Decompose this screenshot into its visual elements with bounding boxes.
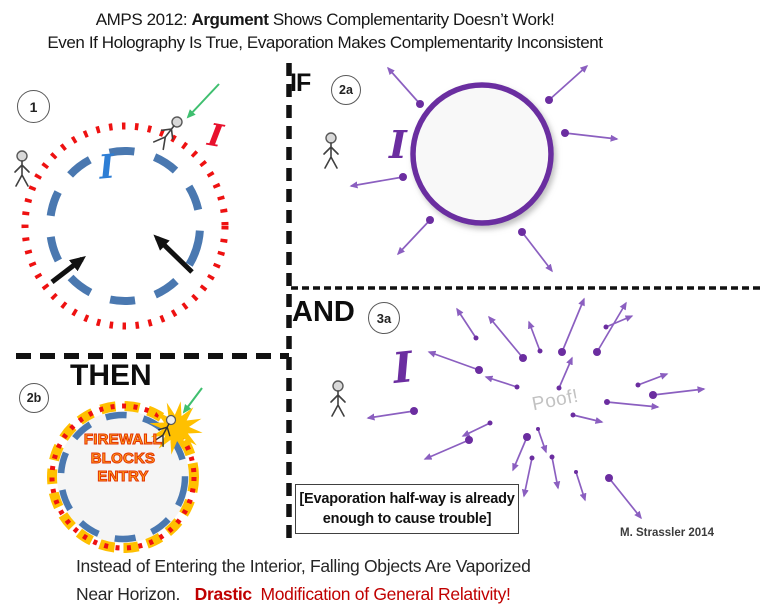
observer-stick-figure-icon [323,132,339,169]
black-hole-circle [410,82,554,226]
firewall-label: FIREWALL BLOCKS ENTRY [63,431,183,487]
info-letter-purple-3a: I [390,342,416,393]
true-horizon-blue-circle [46,147,204,305]
blocked-stick-figure-icon [152,414,177,448]
firewall-line3: ENTRY [97,468,149,486]
title-line1: AMPS 2012: Argument Shows Complementarit… [95,10,555,29]
pointer-green-arrow [186,83,220,119]
firewall-line1: FIREWALL [83,431,163,449]
hawking-radiation-particles [349,64,619,273]
credit-label: M. Strassler 2014 [620,527,714,539]
firewall-interior [57,411,189,543]
title-line2: Even If Holography Is True, Evaporation … [47,33,603,52]
panel-2a-badge: 2a [331,75,361,105]
panel-2a-diagram [323,64,619,273]
info-letter-blue: I [97,146,117,187]
caption-drastic: Drastic [194,584,253,604]
observer-stick-figure-icon [14,150,30,187]
slide-title: AMPS 2012: Argument Shows Complementarit… [0,8,650,54]
firewall-red-ring [49,403,197,551]
caption-line2: Near Horizon. Drastic Modification of Ge… [76,584,511,604]
observer-stick-figure-icon [330,380,346,417]
pointer-green-arrow [182,387,203,414]
evaporation-particles [366,297,706,520]
infalling-arrow-right [153,234,194,274]
then-heading: THEN [70,359,152,392]
note-line1: [Evaporation half-way is already [299,491,515,507]
evaporation-note-box: [Evaporation half-way is already enough … [295,484,519,534]
if-heading: IF [290,69,311,97]
note-line2: enough to cause trouble] [322,511,492,527]
panel-1-diagram [14,83,229,330]
infalling-arrow-left [50,255,86,284]
caption-line1: Instead of Entering the Interior, Fallin… [76,556,531,576]
info-letter-purple-2a: I [389,122,407,167]
panel-1-badge: 1 [17,90,50,123]
panel-2b-badge: 2b [19,383,49,413]
bottom-caption: Instead of Entering the Interior, Fallin… [76,552,531,608]
and-heading: AND [292,296,355,328]
firewall-line2: BLOCKS [90,449,156,467]
panel-3a-badge: 3a [368,302,400,334]
stretched-horizon-red-circle [21,122,229,330]
firewall-blue-ring [57,411,189,543]
panel-2b-diagram [47,387,203,553]
falling-stick-figure-icon [153,116,183,151]
